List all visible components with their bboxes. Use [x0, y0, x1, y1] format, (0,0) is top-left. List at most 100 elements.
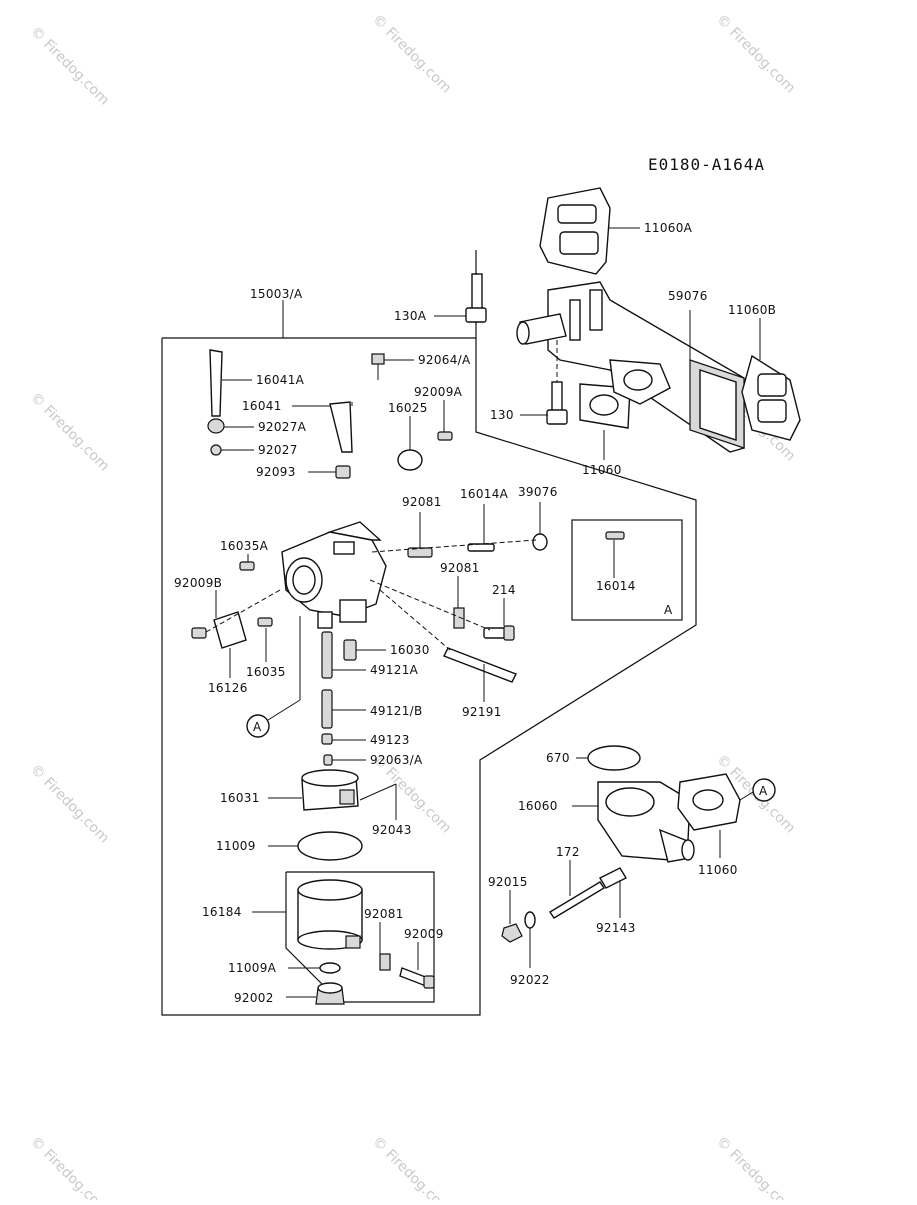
gasket-11060b	[741, 354, 801, 441]
label-130a: 130A	[394, 309, 427, 323]
gasket-11060-bot	[677, 773, 741, 831]
oring-11009	[297, 831, 363, 861]
lever-16041a	[209, 349, 223, 417]
diagram-code: E0180-A164A	[648, 155, 765, 174]
diaphragm-16126	[213, 611, 247, 649]
label-92063a: 92063/A	[370, 753, 423, 767]
label-16014: 16014	[596, 579, 636, 593]
cap-92027	[210, 444, 222, 456]
label-11009: 11009	[216, 839, 256, 853]
label-15003a: 15003/A	[250, 287, 303, 301]
gasket-11009a	[319, 962, 341, 974]
label-16030: 16030	[390, 643, 430, 657]
watermark: © Firedog.com	[27, 390, 112, 475]
label-92081-c: 92081	[364, 907, 404, 921]
label-214: 214	[492, 583, 516, 597]
label-16031: 16031	[220, 791, 260, 805]
callout-a-left: A	[246, 714, 270, 738]
label-92064a: 92064/A	[418, 353, 471, 367]
jet-92063a	[323, 754, 333, 766]
callout-letter: A	[253, 720, 262, 734]
label-16035: 16035	[246, 665, 286, 679]
label-11060-bot: 11060	[698, 863, 738, 877]
label-11009a: 11009A	[228, 961, 277, 975]
bowl-group-frame	[285, 871, 435, 1003]
label-172: 172	[556, 845, 580, 859]
nut-92002	[315, 982, 345, 1005]
label-92027a: 92027A	[258, 420, 307, 434]
guide-pilot	[371, 539, 537, 553]
washer-92022	[524, 911, 536, 929]
label-16041a: 16041A	[256, 373, 305, 387]
sleeve-92143	[599, 867, 627, 889]
screw-92064a	[371, 353, 385, 380]
screw-16035a	[239, 561, 255, 571]
label-59076: 59076	[668, 289, 708, 303]
label-92081-a: 92081	[402, 495, 442, 509]
carburetor-body	[281, 521, 387, 629]
guide-214	[369, 579, 491, 631]
spring-92081-a	[407, 547, 433, 558]
stud-172	[549, 881, 605, 919]
screw-92009	[399, 967, 435, 989]
bolt-130	[546, 381, 568, 425]
watermark: © Firedog.com	[713, 12, 798, 97]
label-16035a: 16035A	[220, 539, 269, 553]
inset-box-a	[571, 519, 683, 621]
label-16126: 16126	[208, 681, 248, 695]
label-11060-top: 11060	[582, 463, 622, 477]
leader-lines	[215, 227, 761, 998]
jet-16030	[343, 639, 357, 661]
label-670: 670	[546, 751, 570, 765]
label-92015: 92015	[488, 875, 528, 889]
oring-670	[587, 745, 641, 771]
label-16014a: 16014A	[460, 487, 509, 501]
nozzle-49121a	[321, 631, 333, 679]
watermark: © Firedog.com	[27, 762, 112, 847]
spring-92081-c	[379, 953, 391, 971]
label-49121b: 49121/B	[370, 704, 423, 718]
label-16041: 16041	[242, 399, 282, 413]
label-92043: 92043	[372, 823, 412, 837]
elbow-16060	[597, 781, 695, 863]
watermark: © Firedog.com	[369, 1134, 454, 1200]
label-92009b: 92009B	[174, 576, 222, 590]
callout-a-right: A	[752, 778, 776, 802]
screw-214	[483, 625, 515, 641]
jet-49123	[321, 733, 333, 745]
screw-92009b	[191, 627, 207, 639]
screw-92009a	[437, 431, 453, 441]
label-92027: 92027	[258, 443, 298, 457]
shaft-92191	[443, 647, 517, 683]
label-92191: 92191	[462, 705, 502, 719]
guide-shaft	[379, 589, 451, 651]
label-16025: 16025	[388, 401, 428, 415]
label-130: 130	[490, 408, 514, 422]
label-92009: 92009	[404, 927, 444, 941]
guide-92009b	[205, 589, 281, 633]
watermark: © Firedog.com	[27, 24, 112, 109]
plate-16025	[397, 449, 423, 471]
label-11060a: 11060A	[644, 221, 693, 235]
nozzle-49121b	[321, 689, 333, 729]
bolt-130a	[465, 273, 487, 323]
pilot-screw-inset	[605, 531, 625, 575]
label-92093: 92093	[256, 465, 296, 479]
screw-16035	[257, 617, 273, 627]
label-49123: 49123	[370, 733, 410, 747]
assembly-frame	[161, 250, 697, 1016]
cap-92027a	[207, 418, 225, 434]
float-16031	[301, 769, 359, 811]
leader-callout	[739, 791, 754, 801]
part-labels: 11060A 59076 11060B 130A 130 11060 15003…	[174, 221, 776, 1005]
label-16060: 16060	[518, 799, 558, 813]
screw-16014a	[467, 543, 495, 552]
label-11060b: 11060B	[728, 303, 776, 317]
label-49121a: 49121A	[370, 663, 419, 677]
oring-39076	[532, 533, 548, 551]
label-92143: 92143	[596, 921, 636, 935]
spring-92081-b	[453, 607, 465, 629]
watermark: © Firedog.com	[369, 12, 454, 97]
shaft-16041	[329, 401, 353, 453]
